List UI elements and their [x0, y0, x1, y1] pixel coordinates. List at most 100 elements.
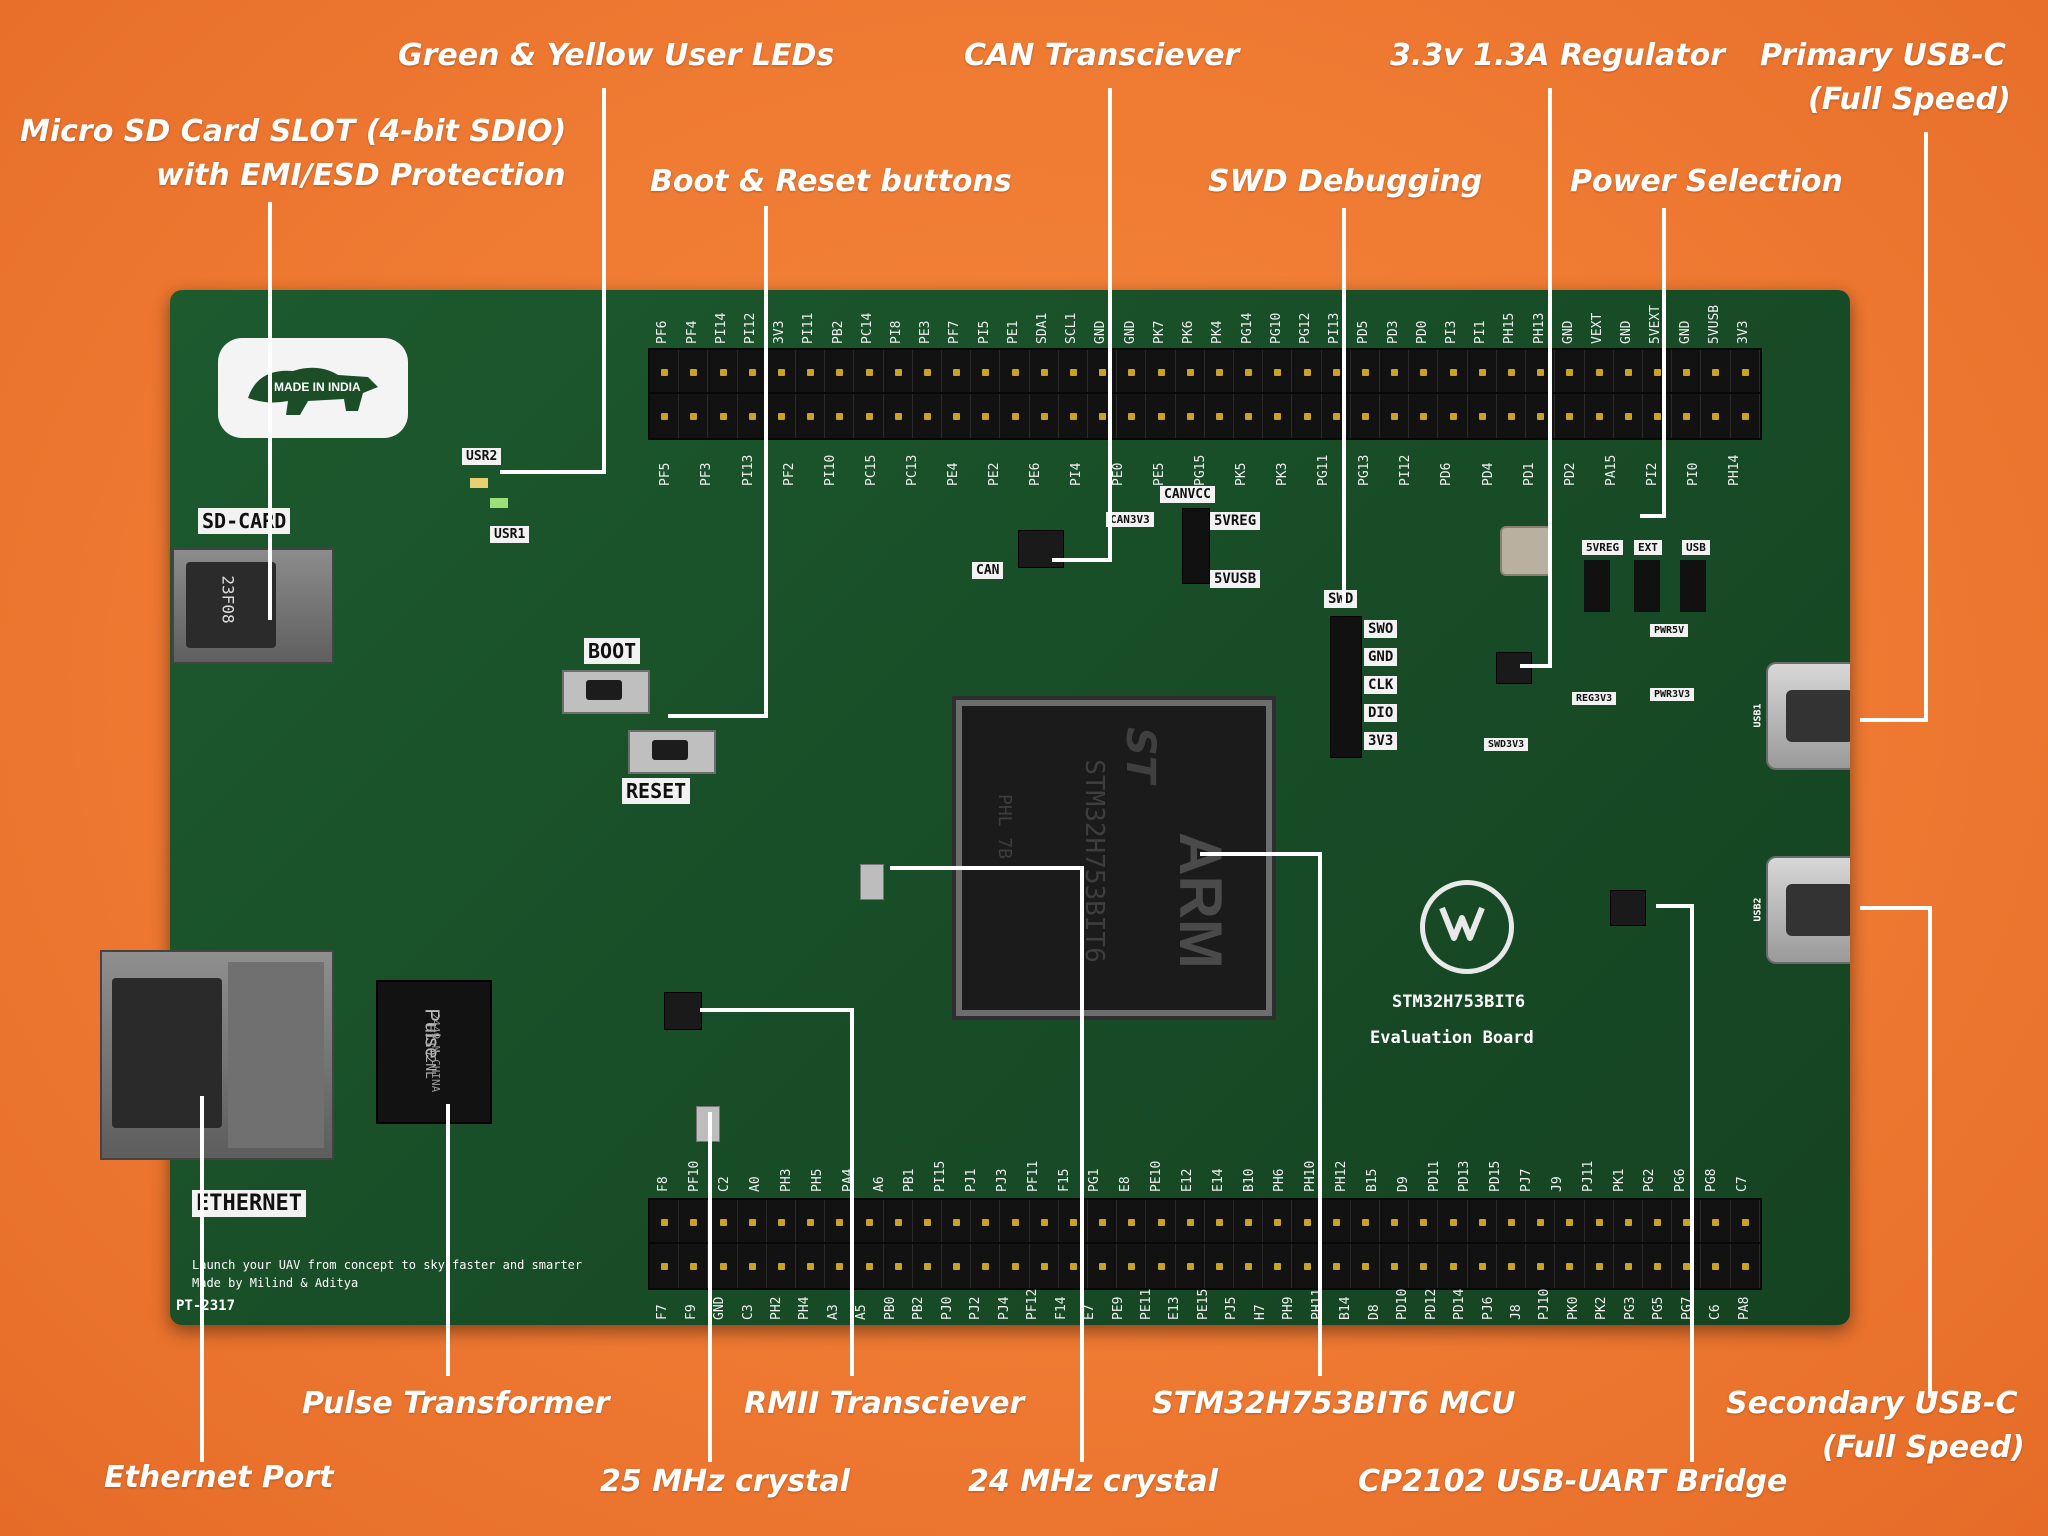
pin-label: SCL1: [1064, 312, 1080, 344]
crystal-25mhz: [696, 1106, 720, 1142]
pin-label: PJ10: [1537, 1288, 1553, 1320]
pin-label: PF12: [1025, 1288, 1041, 1320]
pin-label: C6: [1708, 1304, 1724, 1320]
pin-label: PG2: [1642, 1168, 1658, 1192]
pin-label: E13: [1167, 1296, 1183, 1320]
ethernet-rj45-port[interactable]: [100, 950, 334, 1160]
made-in-india-logo: MADE IN INDIA: [218, 338, 408, 438]
pin-label: PD14: [1452, 1288, 1468, 1320]
pin-label: D9: [1395, 1176, 1411, 1192]
pin-label: E8: [1118, 1176, 1134, 1192]
usr2-silk-label: USR2: [462, 448, 502, 465]
sd-part-marking: 23F08: [218, 575, 238, 624]
pin-label: F15: [1056, 1168, 1072, 1192]
pin-label: D8: [1366, 1304, 1382, 1320]
pin-label: PG5: [1651, 1296, 1667, 1320]
pin-label: PI13: [740, 454, 756, 486]
pin-label: PE5: [1151, 462, 1167, 486]
usr1-led: [490, 498, 508, 508]
swd-gnd-label: GND: [1364, 648, 1398, 666]
pin-label: PF7: [947, 320, 963, 344]
label-secondary-usbc-2: (Full Speed): [1822, 1430, 2025, 1465]
pin-label: GND: [1093, 320, 1109, 344]
canvcc-silk-label: CANVCC: [1160, 486, 1215, 503]
pin-label: GND: [1122, 320, 1138, 344]
pin-label: PK1: [1611, 1168, 1627, 1192]
pin-label: PI14: [713, 312, 729, 344]
secondary-usb-c-port[interactable]: [1766, 856, 1850, 964]
board-tagline: Launch your UAV from concept to sky fast…: [192, 1258, 583, 1272]
pin-label: PH9: [1281, 1296, 1297, 1320]
label-secondary-usbc-1: Secondary USB-C: [1726, 1386, 2018, 1421]
pin-label: B15: [1364, 1168, 1380, 1192]
5vusb-silk-label: 5VUSB: [1210, 570, 1261, 588]
pin-label: B10: [1241, 1168, 1257, 1192]
pin-label: PI3: [1443, 320, 1459, 344]
label-cp2102: CP2102 USB-UART Bridge: [1358, 1464, 1788, 1499]
mcu-marking-line1: STM32H753BIT6: [1078, 759, 1109, 963]
regulator-chip: [1496, 652, 1532, 684]
top-header-row-1: [648, 348, 1762, 396]
label-regulator: 3.3v 1.3A Regulator: [1390, 38, 1726, 73]
pin-label: PH10: [1303, 1160, 1319, 1192]
pin-label: PI15: [933, 1160, 949, 1192]
pin-label: PI12: [1398, 454, 1414, 486]
swd-dio-label: DIO: [1364, 704, 1398, 722]
primary-usb-c-port[interactable]: [1766, 662, 1850, 770]
made-in-india-text: MADE IN INDIA: [274, 380, 361, 394]
pin-label: PH14: [1727, 454, 1743, 486]
pin-label: GND: [712, 1296, 728, 1320]
label-rmii: RMII Transciever: [744, 1386, 1025, 1421]
board-name: STM32H753BIT6: [1392, 992, 1526, 1012]
pin-label: PH5: [809, 1168, 825, 1192]
label-pulse-transformer: Pulse Transformer: [302, 1386, 610, 1421]
st-logo-icon: ST: [1117, 726, 1164, 784]
swd-silk-label: SWD: [1324, 590, 1358, 608]
regulator-inductor: [1500, 526, 1552, 576]
power-jumper-ext: [1634, 560, 1660, 612]
pin-label: F14: [1053, 1296, 1069, 1320]
reset-button[interactable]: [628, 730, 716, 774]
pin-label: PK5: [1233, 462, 1249, 486]
pin-label: E7: [1082, 1304, 1098, 1320]
boot-button[interactable]: [562, 670, 650, 714]
rmii-transceiver-chip: [664, 992, 702, 1030]
pin-label: GND: [1677, 320, 1693, 344]
power-jumper-5vreg: [1584, 560, 1610, 612]
pin-label: C3: [740, 1304, 756, 1320]
sw-usb-label: USB: [1682, 540, 1710, 555]
pin-label: PD0: [1414, 320, 1430, 344]
pulse-transformer: Pulse H1102NL 2449-M CHINA: [376, 980, 492, 1124]
pin-label: PI0: [1686, 462, 1702, 486]
usb1-silk-label: USB1: [1752, 703, 1764, 728]
pin-label: PB2: [911, 1296, 927, 1320]
pin-label: PJ0: [939, 1296, 955, 1320]
pin-label: PE9: [1110, 1296, 1126, 1320]
pin-label: PK0: [1565, 1296, 1581, 1320]
pin-label: PG13: [1357, 454, 1373, 486]
crystal-24mhz: [860, 864, 884, 900]
pin-label: PG1: [1087, 1168, 1103, 1192]
pin-label: J9: [1549, 1176, 1565, 1192]
pulse-date: 2449-M CHINA: [429, 1012, 443, 1093]
power-jumper-usb: [1680, 560, 1706, 612]
pin-label: PG6: [1673, 1168, 1689, 1192]
pin-label: PA4: [840, 1168, 856, 1192]
ethernet-silk-label: ETHERNET: [192, 1190, 306, 1217]
swd-3v3-label: 3V3: [1364, 732, 1398, 750]
board-credit: Made by Milind & Aditya: [192, 1276, 359, 1290]
swd3v3-silk-label: SWD3V3: [1484, 738, 1529, 751]
pin-label: PD2: [1562, 462, 1578, 486]
lion-icon: [248, 367, 378, 415]
reg3v3-silk-label: REG3V3: [1572, 692, 1617, 705]
board-subtitle: Evaluation Board: [1370, 1028, 1534, 1048]
pin-label: J8: [1508, 1304, 1524, 1320]
pin-label: PI12: [742, 312, 758, 344]
pin-label: PH2: [768, 1296, 784, 1320]
pin-label: PF3: [699, 462, 715, 486]
top-header-row-2: [648, 392, 1762, 440]
primary-usbc-leader: [1860, 132, 1928, 722]
pin-label: PD11: [1426, 1160, 1442, 1192]
label-ethernet-port: Ethernet Port: [104, 1460, 334, 1495]
pin-label: PD5: [1356, 320, 1372, 344]
